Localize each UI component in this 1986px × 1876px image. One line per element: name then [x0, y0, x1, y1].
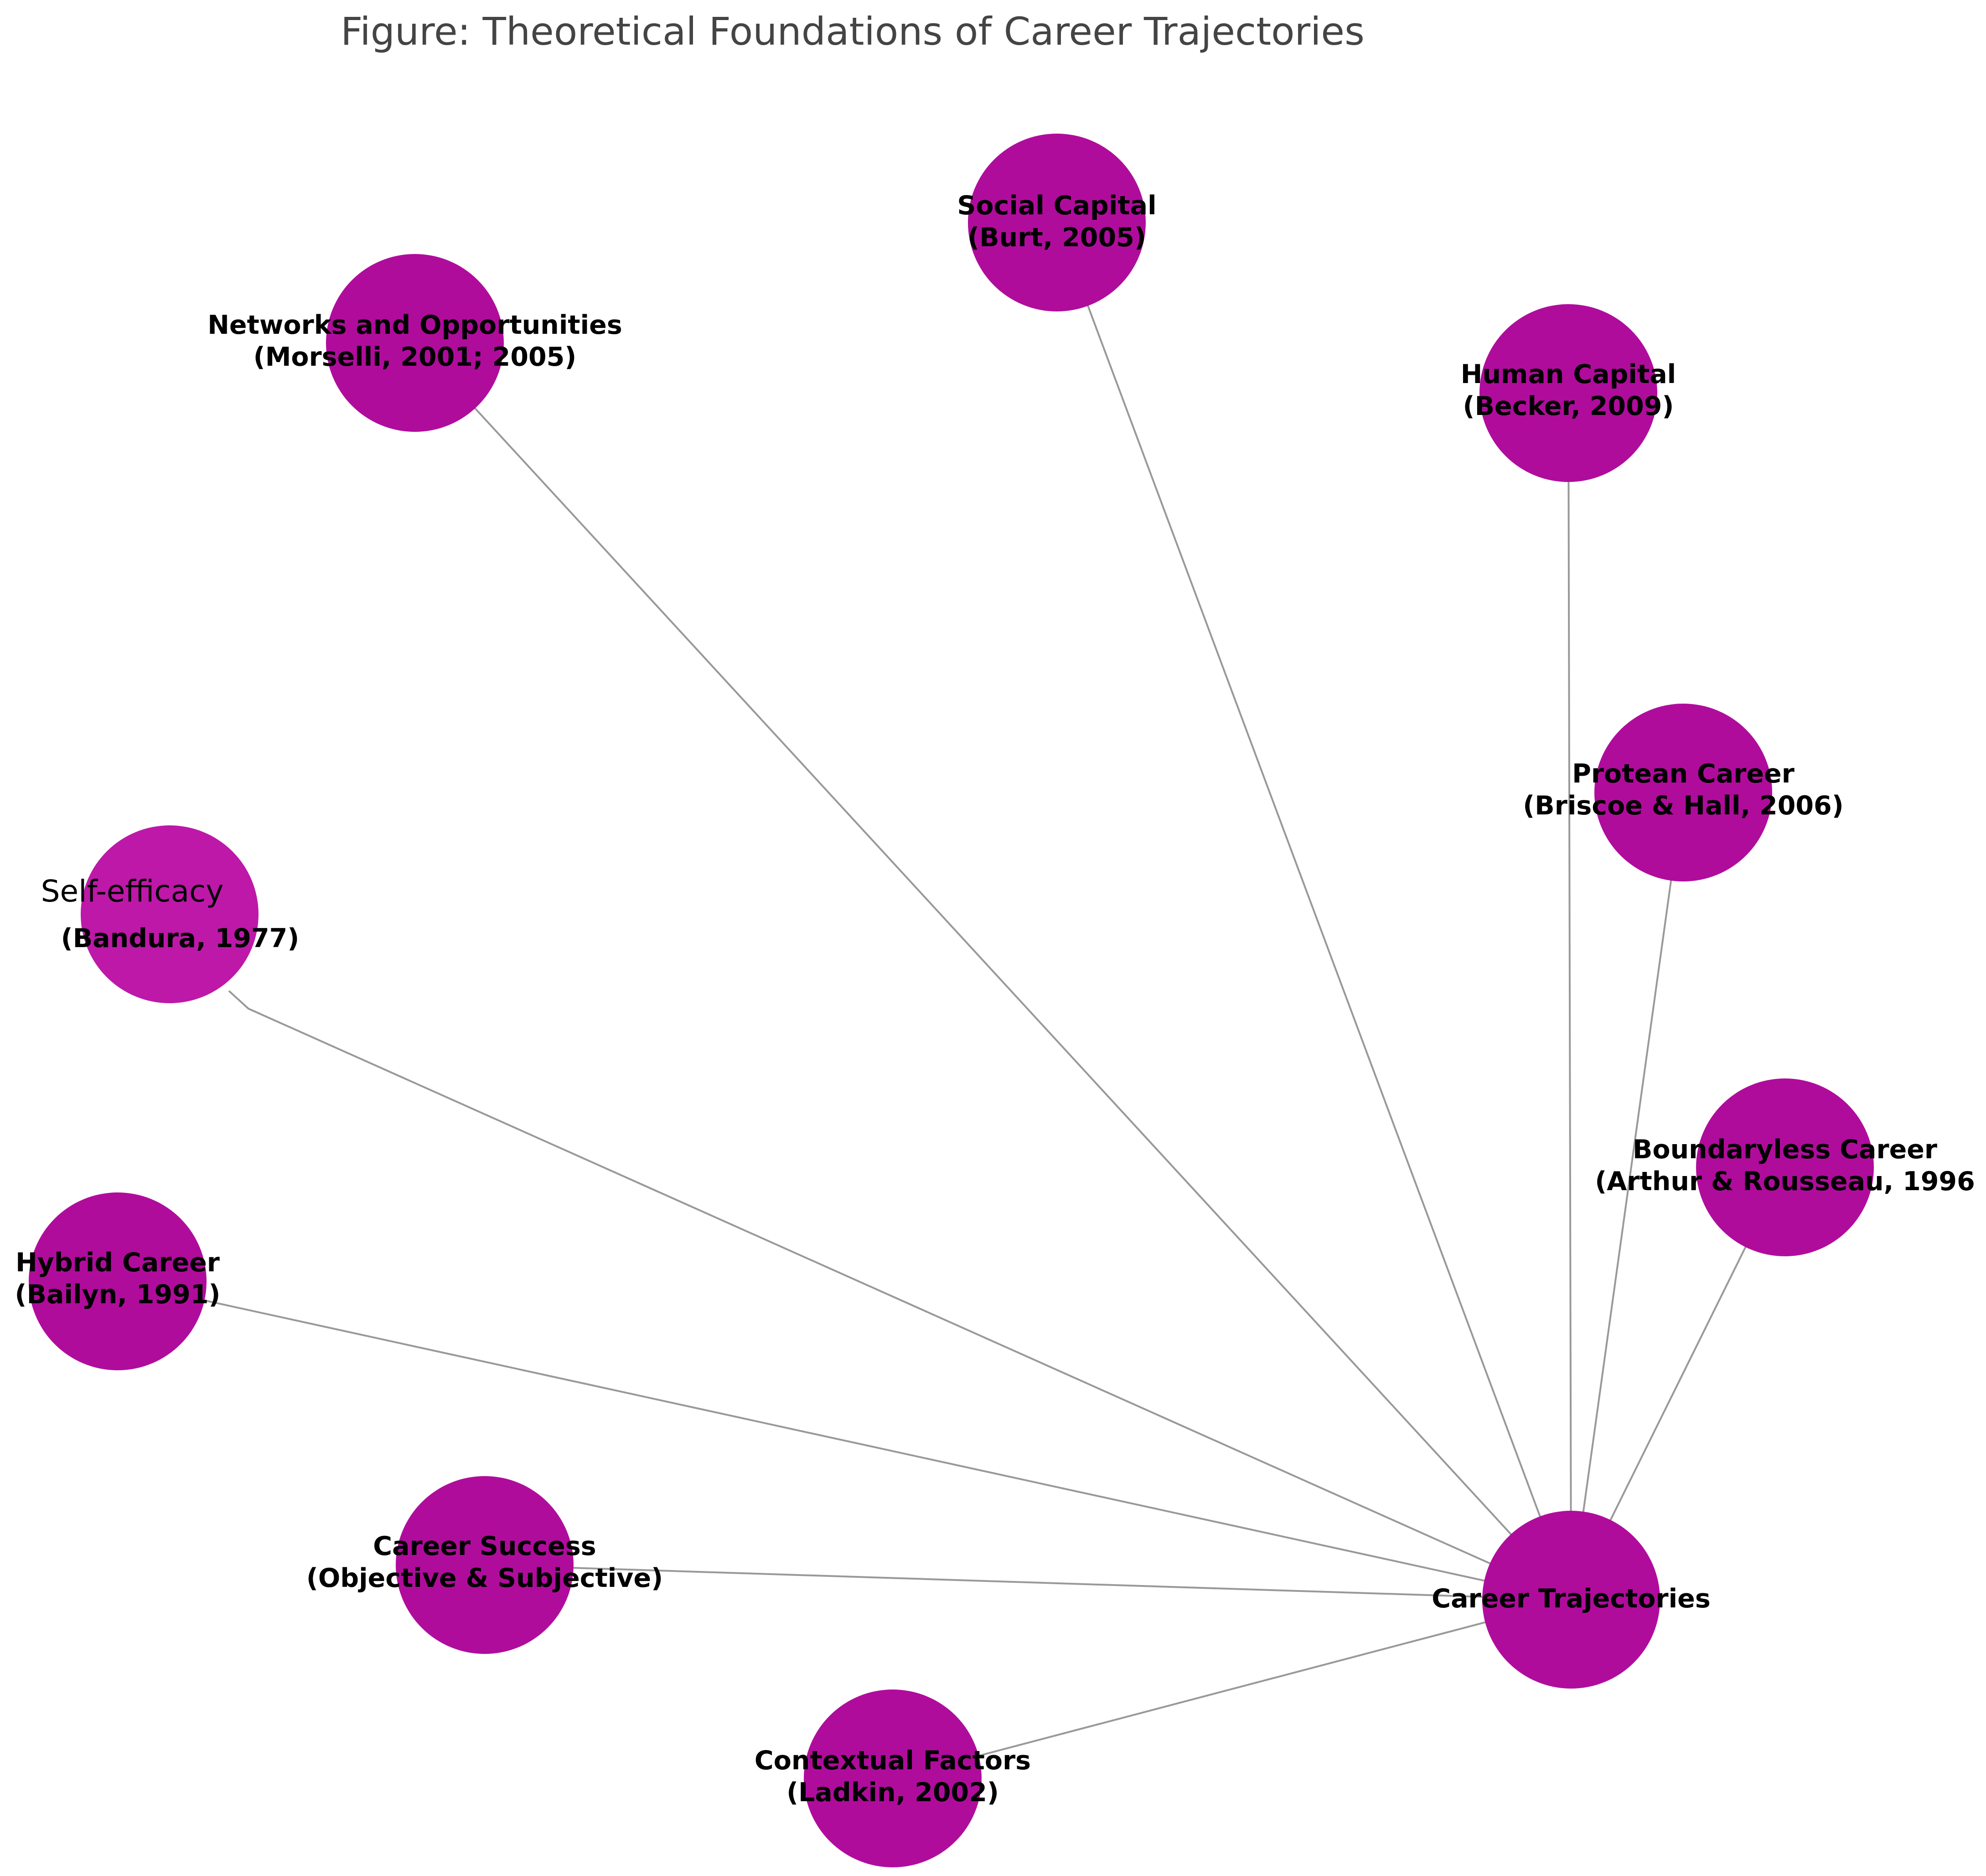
node-human: Human Capital(Becker, 2009) — [1461, 304, 1676, 482]
edge-center-contextual — [892, 1599, 1572, 1779]
node-social: Social Capital(Burt, 2005) — [957, 134, 1157, 311]
node-circle-boundaryless — [1696, 1078, 1874, 1256]
node-label-contextual-1: Contextual Factors — [755, 1746, 1031, 1776]
node-circle-networks — [326, 254, 504, 432]
node-self: Self-efficacy (Bandura, 1977) — [41, 825, 300, 1003]
node-circle-social — [968, 134, 1146, 311]
edge-center-self — [228, 990, 1572, 1601]
node-label-boundaryless-2: (Arthur & Rousseau, 1996 — [1595, 1166, 1975, 1197]
edge-center-protean — [1570, 792, 1684, 1600]
node-label-success-2: (Objective & Subjective) — [306, 1563, 663, 1593]
node-label-protean-2: (Briscoe & Hall, 2006) — [1523, 791, 1844, 821]
node-label-networks-2: (Morselli, 2001; 2005) — [253, 342, 577, 372]
figure-title: Figure: Theoretical Foundations of Caree… — [341, 9, 1365, 54]
node-label-hybrid-2: (Bailyn, 1991) — [15, 1280, 221, 1310]
node-protean: Protean Career(Briscoe & Hall, 2006) — [1523, 704, 1844, 881]
node-circle-human — [1479, 304, 1657, 482]
node-label-success-1: Career Success — [373, 1531, 596, 1561]
node-label-contextual-2: (Ladkin, 2002) — [786, 1778, 999, 1808]
node-circle-protean — [1594, 704, 1772, 881]
node-layer: Social Capital(Burt, 2005) Networks and O… — [15, 134, 1975, 1867]
node-label-social-2: (Burt, 2005) — [967, 223, 1146, 253]
node-circle-center — [1482, 1511, 1660, 1689]
node-contextual: Contextual Factors(Ladkin, 2002) — [755, 1689, 1031, 1867]
node-circle-hybrid — [29, 1192, 207, 1370]
node-label-networks-1: Networks and Opportunities — [207, 310, 622, 340]
node-label-social-1: Social Capital — [957, 191, 1156, 221]
node-success: Career Success(Objective & Subjective) — [306, 1476, 663, 1654]
edge-center-social — [1056, 222, 1572, 1600]
edge-center-human — [1567, 393, 1572, 1600]
node-networks: Networks and Opportunities(Morselli, 200… — [207, 254, 622, 432]
node-circle-success — [396, 1476, 574, 1654]
node-circle-contextual — [804, 1689, 982, 1867]
node-label-protean-1: Protean Career — [1572, 759, 1795, 789]
edge-center-success — [484, 1564, 1572, 1601]
node-label-self-1: Self-efficacy — [41, 874, 224, 909]
edge-center-networks — [414, 342, 1572, 1601]
node-label-human-1: Human Capital — [1461, 359, 1676, 389]
node-boundaryless: Boundaryless Career(Arthur & Rousseau, 1… — [1595, 1078, 1975, 1256]
node-center: Career Trajectories — [1432, 1511, 1711, 1689]
node-label-boundaryless-1: Boundaryless Career — [1633, 1135, 1937, 1165]
node-label-self-2: (Bandura, 1977) — [61, 923, 300, 954]
node-circle-self — [81, 825, 259, 1003]
node-label-hybrid-1: Hybrid Career — [16, 1248, 220, 1278]
node-hybrid: Hybrid Career(Bailyn, 1991) — [15, 1192, 221, 1370]
node-label-center-1: Career Trajectories — [1432, 1584, 1711, 1614]
node-label-human-2: (Becker, 2009) — [1463, 391, 1674, 421]
edge-center-hybrid — [117, 1280, 1572, 1601]
